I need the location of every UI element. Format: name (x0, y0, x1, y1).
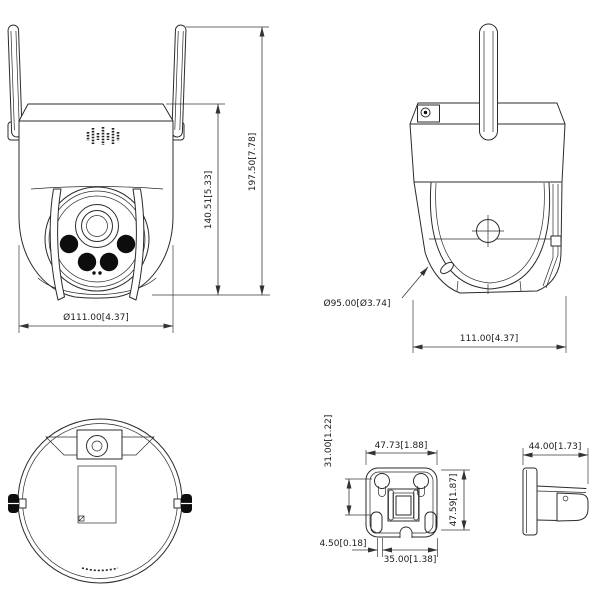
cable-notch (399, 526, 413, 538)
bracket-front-dimensions: 47.73[1.88] 31.00[1.22] 47.59[1.87] 4.50… (319, 415, 470, 565)
bracket-arm (536, 485, 589, 522)
battery-panel (77, 465, 117, 524)
antenna-base-cutout (45, 429, 155, 460)
dome-cradle-inner (435, 182, 545, 284)
bracket-side-dimensions: 44.00[1.73] (522, 442, 589, 484)
arm-head (556, 492, 589, 522)
support-arm-edge (542, 184, 554, 287)
dim-label-bracket-height-left: 31.00[1.22] (324, 415, 334, 468)
antenna-right (171, 24, 187, 138)
dome-cradle-outer (429, 182, 551, 290)
antenna-knob-left (8, 494, 27, 513)
front-view-dimensions: Ø111.00[4.37] 140.51[5.33] 197.50[7.78] (18, 26, 270, 333)
mic-hole (92, 271, 96, 275)
dim-label-body-height: 140.51[5.33] (204, 171, 214, 230)
antenna-side (479, 23, 498, 141)
mic-hole (98, 271, 102, 275)
ir-led (59, 234, 79, 254)
bracket-side-view: 44.00[1.73] (522, 442, 589, 536)
camera-lens (81, 210, 113, 242)
keyhole-slot-right (413, 473, 429, 497)
screw-slot-right (424, 511, 437, 534)
bracket-front-view: 47.73[1.88] 31.00[1.22] 47.59[1.87] 4.50… (319, 415, 470, 565)
lens-aperture (86, 215, 108, 237)
top-view (8, 418, 192, 584)
screw-icon (562, 495, 569, 502)
tilt-bracket-right (129, 188, 145, 301)
ir-led-cluster (59, 234, 136, 275)
ir-led (99, 252, 119, 272)
tilt-bracket-left (49, 188, 65, 301)
reset-button (440, 261, 454, 275)
dome-outer-ring (44, 186, 150, 292)
leader-line (401, 266, 429, 299)
dim-label-side-depth: 111.00[4.37] (460, 334, 519, 344)
dim-label-total-height: 197.50[7.78] (248, 133, 258, 192)
dim-label-bracket-offset: 4.50[0.18] (319, 539, 366, 549)
camera-body-side (409, 102, 566, 294)
dim-label-front-width: Ø111.00[4.37] (63, 312, 129, 323)
side-view-dimensions: Ø95.00[Ø3.74] 111.00[4.37] (324, 266, 567, 353)
antenna-base-icon (86, 435, 108, 457)
pivot-crosshair-icon (472, 215, 504, 247)
mount-plate (365, 467, 438, 538)
screw-icon (420, 107, 431, 118)
antenna-left (7, 24, 23, 138)
base-rim-line (37, 277, 157, 295)
keyhole-slot-left (374, 473, 390, 497)
ir-led (77, 252, 97, 272)
side-view: Ø95.00[Ø3.74] 111.00[4.37] (324, 23, 567, 353)
lens-bezel (75, 204, 119, 248)
wall-plate-side (522, 467, 538, 536)
dim-label-dome-diameter: Ø95.00[Ø3.74] (324, 298, 391, 309)
dim-label-bracket-width-top: 47.73[1.88] (375, 441, 428, 451)
dim-label-bracket-height-right: 47.59[1.87] (449, 474, 459, 527)
panel-mark (78, 515, 85, 522)
ir-led (116, 234, 136, 254)
dim-label-bracket-depth: 44.00[1.73] (529, 442, 582, 452)
dim-label-bracket-width-bottom: 35.00[1.38] (384, 555, 437, 565)
antenna-knob-right (173, 494, 192, 513)
front-view: Ø111.00[4.37] 140.51[5.33] 197.50[7.78] (7, 24, 270, 333)
dome-inner-ring (48, 190, 146, 288)
speaker-grille-icon (86, 127, 120, 145)
screw-slot-left (370, 511, 383, 534)
mount-boss (387, 488, 420, 522)
screw-mount (417, 104, 440, 123)
